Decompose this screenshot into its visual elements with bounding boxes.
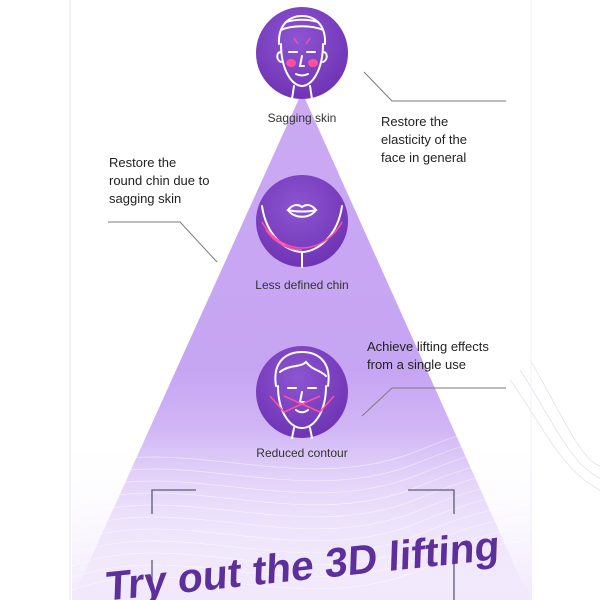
item-3-leader-line [361,387,506,417]
item-3-desc-line-1: Achieve lifting effects [367,339,489,354]
item-3-label: Reduced contour [256,446,347,460]
item-2-leader-line [108,221,218,263]
item-1-desc-line-3: face in general [381,150,466,165]
item-1-desc-line-2: elasticity of the [381,132,467,147]
item-1-label: Sagging skin [268,111,337,125]
item-3-description: Achieve lifting effects from a single us… [367,339,493,372]
item-2-desc-line-3: sagging skin [109,191,181,206]
item-1-leader-line [363,71,506,102]
item-1-desc-line-1: Restore the [381,114,448,129]
chin-lips-icon [256,175,348,267]
item-2-desc-line-2: round chin due to [109,173,209,188]
item-1-description: Restore the elasticity of the face in ge… [381,114,471,165]
item-sagging-skin: Sagging skin Restore the elasticity of t… [256,7,506,165]
face-with-towel-icon [256,7,348,99]
frame-brackets [151,489,455,600]
wave-mesh-decoration [71,419,600,591]
item-reduced-contour: Reduced contour Achieve lifting effects … [256,339,506,460]
item-2-description: Restore the round chin due to sagging sk… [109,155,213,206]
item-3-desc-line-2: from a single use [367,357,466,372]
item-2-desc-line-1: Restore the [109,155,176,170]
item-less-defined-chin: Less defined chin Restore the round chin… [108,155,349,292]
item-2-label: Less defined chin [255,278,348,292]
